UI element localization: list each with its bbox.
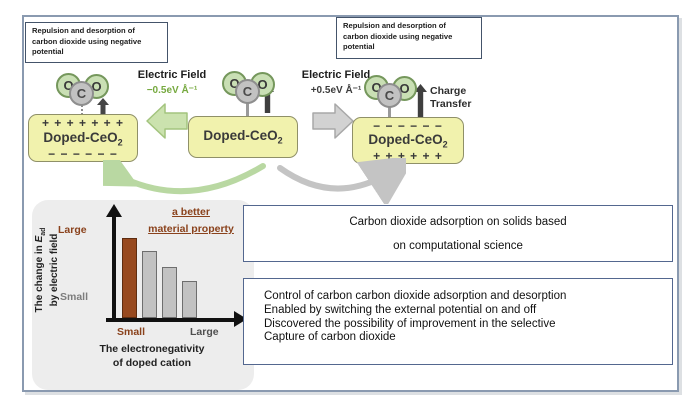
atom-label: O: [91, 79, 102, 94]
bar: [142, 250, 157, 318]
chart-annotation: a better material property: [148, 206, 234, 235]
atom-label: O: [63, 78, 74, 93]
block-arrow-left-icon: [146, 103, 188, 139]
adsorption-bond-line: [246, 101, 249, 117]
y-tick-large: Large: [58, 224, 87, 236]
y-tick-small: Small: [60, 291, 89, 303]
electric-field-title-right: Electric Field: [301, 69, 371, 81]
summary-box-title: Carbon dioxide adsorption on solids base…: [243, 205, 673, 262]
electric-field-title-left: Electric Field: [137, 69, 207, 81]
doped-ceo2-box-right: − − − − − − Doped-CeO2 + + + + + +: [352, 117, 464, 164]
doped-ceo2-box-left: + + + + + + + Doped-CeO2 − − − − − −: [28, 114, 138, 162]
oxygen-atom-icon: O: [56, 73, 81, 98]
x-axis-title: The electronegativity of doped cation: [82, 342, 222, 370]
carbon-atom-icon: C: [69, 81, 94, 106]
bar: [182, 281, 197, 318]
co2-molecule-middle: O O C: [220, 68, 278, 104]
y-axis-title-line1: The change in Ead: [34, 227, 47, 313]
finding-line: Discovered the possibility of improvemen…: [264, 317, 556, 330]
electric-field-value-right: +0.5eV Å⁻¹: [310, 85, 362, 96]
note-negative-potential-left: Repulsion and desorption of carbon dioxi…: [25, 22, 168, 63]
doped-ceo2-box-middle: Doped-CeO2: [188, 116, 298, 158]
surface-charges-bottom: − − − − − −: [48, 147, 118, 161]
atom-label: O: [257, 77, 268, 92]
surface-charges-top: + + + + + + +: [41, 116, 125, 130]
atom-label: C: [242, 84, 253, 99]
doped-ceo2-label: Doped-CeO2: [203, 128, 283, 146]
carbon-atom-icon: C: [377, 83, 402, 108]
summary-box-findings: Control of carbon carbon dioxide adsorpt…: [243, 278, 673, 365]
charge-transfer-label: Charge Transfer: [430, 85, 472, 111]
broken-bond-line: [81, 102, 83, 115]
finding-line: Capture of carbon dioxide: [264, 331, 396, 344]
finding-line: Control of carbon carbon dioxide adsorpt…: [264, 290, 567, 302]
adsorption-bond-line: [388, 105, 391, 118]
x-axis-line: [106, 318, 236, 322]
summary-title-line2: on computational science: [393, 239, 523, 252]
co2-molecule-right: O O C: [362, 72, 420, 108]
y-axis-line: [112, 216, 116, 320]
x-tick-small: Small: [117, 326, 146, 338]
doped-ceo2-label: Doped-CeO2: [368, 132, 448, 150]
bar-group: [122, 238, 197, 318]
electric-field-value-left: −0.5eV Å⁻¹: [146, 85, 198, 96]
x-tick-large: Large: [190, 326, 219, 338]
charge-transfer-arrow-icon: [414, 84, 427, 117]
atom-label: O: [371, 80, 382, 95]
x-axis-title-line2: of doped cation: [112, 357, 192, 370]
bar: [122, 238, 137, 318]
atom-label: C: [76, 86, 87, 101]
surface-charges-top: − − − − − −: [373, 119, 443, 133]
curved-arrow-left-icon: [103, 160, 266, 195]
curved-arrow-right-icon: [277, 158, 406, 204]
carbon-atom-icon: C: [235, 79, 260, 104]
block-arrow-right-icon: [312, 103, 354, 139]
atom-label: O: [399, 81, 410, 96]
x-axis-title-line1: The electronegativity: [99, 343, 205, 355]
bar: [162, 266, 177, 318]
doped-ceo2-label: Doped-CeO2: [43, 129, 123, 148]
co2-molecule-left: O O C: [54, 70, 112, 106]
desorption-up-arrow-icon: [97, 98, 109, 115]
note-negative-potential-right: Repulsion and desorption of carbon dioxi…: [336, 17, 482, 59]
y-axis-arrowhead: [106, 204, 122, 217]
summary-title-line1: Carbon dioxide adsorption on solids base…: [349, 215, 567, 228]
finding-line: Enabled by switching the external potent…: [264, 303, 537, 316]
atom-label: O: [229, 76, 240, 91]
atom-label: C: [384, 88, 395, 103]
